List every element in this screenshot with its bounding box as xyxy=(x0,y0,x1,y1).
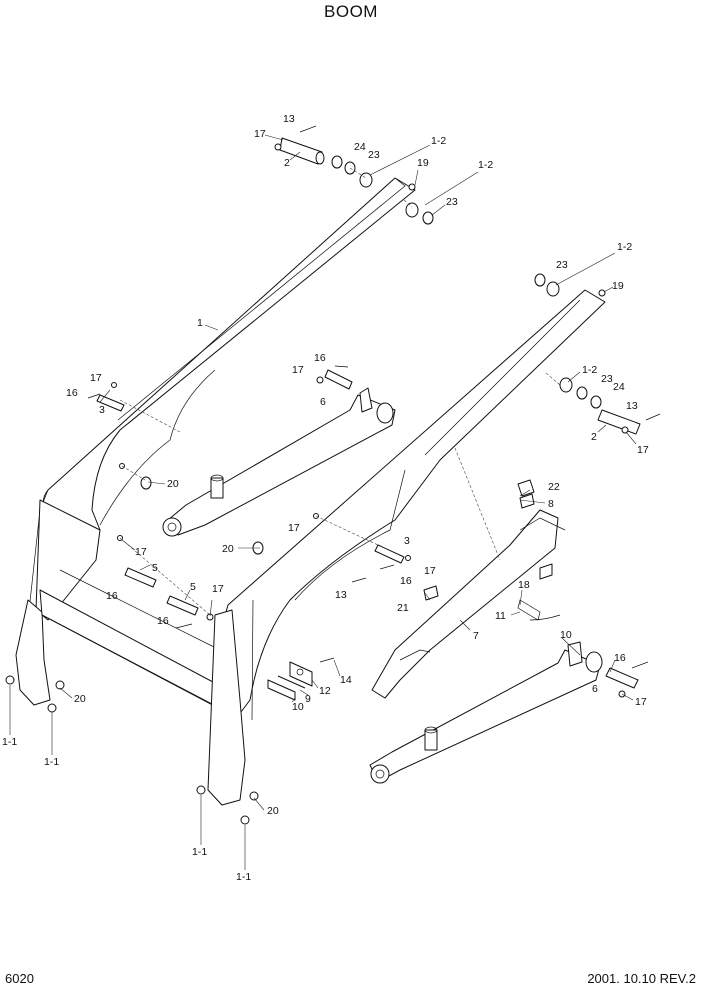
callout-2-top: 2 xyxy=(284,157,290,169)
callout-15-left: 16 xyxy=(66,387,78,399)
callout-14-top: 13 xyxy=(283,113,295,125)
callout-4-lower-left: 5 xyxy=(152,562,158,574)
callout-1-1-c: 1-1 xyxy=(192,846,207,858)
pins-and-hardware xyxy=(5,125,661,825)
callout-9: 10 xyxy=(292,701,304,713)
callout-20-left: 20 xyxy=(167,478,179,490)
callout-23-right: 23 xyxy=(556,259,568,271)
callout-23-top: 23 xyxy=(368,149,380,161)
callout-10: 10 xyxy=(560,629,572,641)
callout-15-lower-left: 16 xyxy=(106,590,118,602)
callout-1-1-a: 1-1 xyxy=(2,736,17,748)
callout-15-center: 16 xyxy=(157,615,169,627)
callout-16-lower-left: 17 xyxy=(135,546,147,558)
callout-13: 14 xyxy=(340,674,352,686)
left-boom-arm xyxy=(15,177,416,706)
left-cylinder xyxy=(162,387,396,537)
leader-lines xyxy=(9,134,637,870)
callout-1-1-d: 1-1 xyxy=(236,871,251,883)
callout-3-left: 3 xyxy=(99,404,105,416)
callout-24-lower: 24 xyxy=(613,381,625,393)
revision-date: 2001. 10.10 REV.2 xyxy=(587,971,696,986)
callout-8: 9 xyxy=(305,693,311,705)
callout-16-mid: 17 xyxy=(288,522,300,534)
callout-3-right: 3 xyxy=(404,535,410,547)
right-boom-arm xyxy=(207,289,606,806)
drawing-title: BOOM xyxy=(324,2,378,21)
callout-15-right-low: 16 xyxy=(614,652,626,664)
callout-1-2-mid: 1-2 xyxy=(478,159,493,171)
callout-15-upper: 16 xyxy=(314,352,326,364)
callout-12: 12 xyxy=(319,685,331,697)
callout-20-mid: 20 xyxy=(222,543,234,555)
callout-23-lower: 23 xyxy=(601,373,613,385)
callout-labels: 13 17 2 24 23 1-2 19 1-2 23 1-2 23 19 1-… xyxy=(2,113,649,883)
callout-16-top: 17 xyxy=(254,128,266,140)
callout-6: 7 xyxy=(473,630,479,642)
callout-18-right: 19 xyxy=(612,280,624,292)
callout-7: 8 xyxy=(548,498,554,510)
callout-14-center: 13 xyxy=(335,589,347,601)
callout-1-1-b: 1-1 xyxy=(44,756,59,768)
callout-16-left: 17 xyxy=(90,372,102,384)
callout-1-2-right: 1-2 xyxy=(617,241,632,253)
callout-16-right-low: 17 xyxy=(635,696,647,708)
callout-15-right-mid: 16 xyxy=(400,575,412,587)
callout-1-2-lower: 1-2 xyxy=(582,364,597,376)
callout-16-upper: 17 xyxy=(292,364,304,376)
lift-link-bracket xyxy=(371,509,566,699)
callout-11: 11 xyxy=(495,610,506,622)
page-number: 6020 xyxy=(5,971,34,986)
right-cylinder xyxy=(369,641,603,784)
callout-21: 21 xyxy=(397,602,409,614)
callout-22: 22 xyxy=(548,481,560,493)
callout-1-2-top: 1-2 xyxy=(431,135,446,147)
callout-19: 18 xyxy=(518,579,530,591)
callout-16-center: 17 xyxy=(212,583,224,595)
callout-1: 1 xyxy=(197,317,203,329)
callout-4-center: 5 xyxy=(190,581,196,593)
callout-18-top: 19 xyxy=(417,157,429,169)
callout-5-right: 6 xyxy=(592,683,598,695)
callout-16-right-mid: 17 xyxy=(424,565,436,577)
callout-14-right: 13 xyxy=(626,400,638,412)
callout-17-right: 20 xyxy=(267,805,279,817)
callout-16-right: 17 xyxy=(637,444,649,456)
callout-5-upper: 6 xyxy=(320,396,326,408)
callout-17-left: 20 xyxy=(74,693,86,705)
callout-2-right: 2 xyxy=(591,431,597,443)
callout-23-mid: 23 xyxy=(446,196,458,208)
callout-24-top: 24 xyxy=(354,141,366,153)
